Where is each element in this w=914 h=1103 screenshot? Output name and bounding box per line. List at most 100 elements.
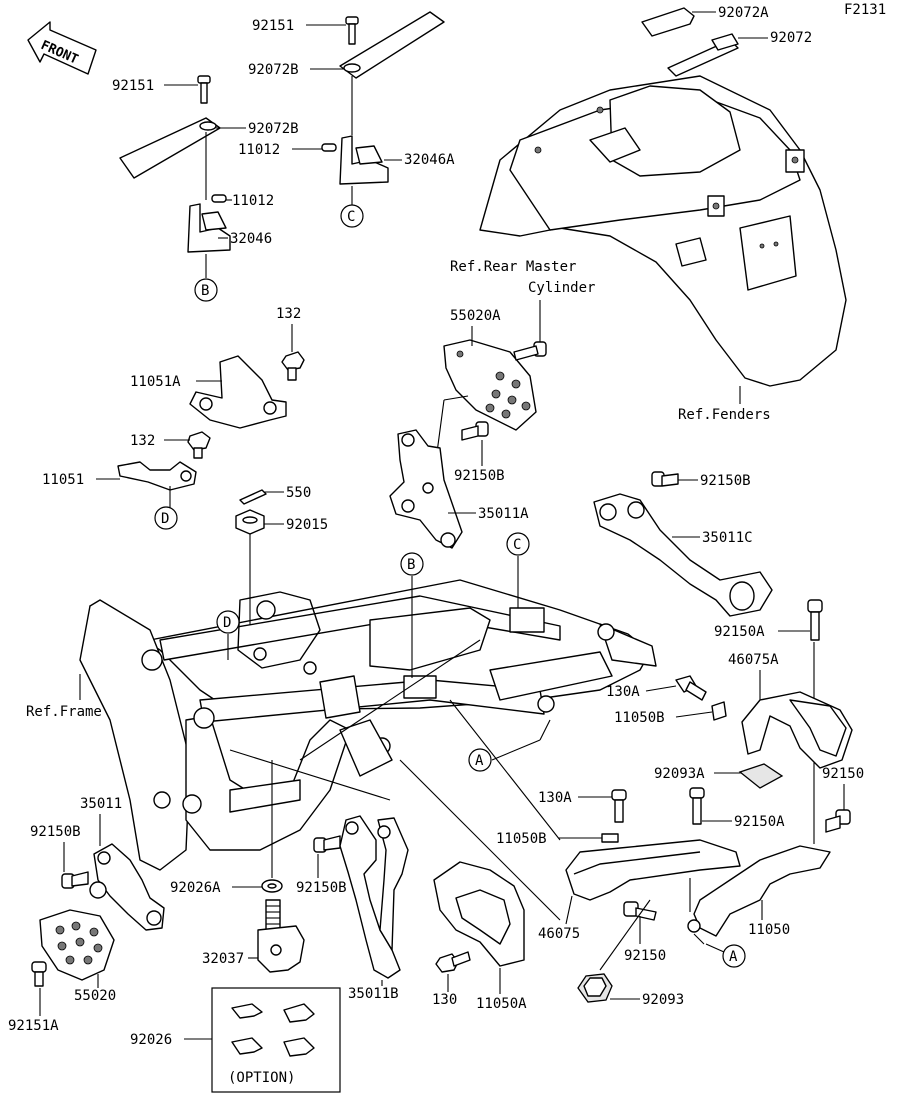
label-11050B-mid: 11050B bbox=[496, 831, 547, 847]
label-130: 130 bbox=[432, 992, 457, 1008]
bracket-35011B-icon bbox=[339, 815, 409, 979]
bolt-130A-mid-icon bbox=[611, 789, 627, 823]
label-92093A: 92093A bbox=[654, 766, 705, 782]
label-11051A: 11051A bbox=[130, 374, 181, 390]
plate-11050A-icon bbox=[433, 861, 525, 967]
bolt-132-mid-icon bbox=[187, 431, 211, 459]
bracket-32046-icon bbox=[187, 203, 231, 253]
label-35011: 35011 bbox=[80, 796, 122, 812]
callout-B-frame: B bbox=[400, 552, 424, 576]
rear-fender-icon bbox=[479, 75, 847, 404]
label-92072A: 92072A bbox=[718, 5, 769, 21]
label-92150-bottom: 92150 bbox=[624, 948, 666, 964]
figure-id: F2131 bbox=[844, 2, 886, 18]
grab-rail-46075-icon bbox=[565, 839, 741, 901]
label-92026: 92026 bbox=[130, 1032, 172, 1048]
nut-92015-icon bbox=[235, 509, 265, 535]
callout-D-top: D bbox=[154, 506, 178, 530]
bolt-130A-top-icon bbox=[675, 675, 707, 701]
clip-92072A-icon bbox=[641, 7, 695, 37]
option-shims-box: (OPTION) bbox=[211, 987, 341, 1093]
svg-text:C: C bbox=[347, 209, 355, 225]
label-11012-left: 11012 bbox=[232, 193, 274, 209]
callout-D-frame: D bbox=[216, 610, 240, 634]
label-92072B-top: 92072B bbox=[248, 62, 299, 78]
ref-rear-master-line1: Ref.Rear Master bbox=[450, 259, 576, 275]
label-92151-left: 92151 bbox=[112, 78, 154, 94]
ref-fenders: Ref.Fenders bbox=[678, 407, 771, 423]
footrest-plate-55020-icon bbox=[39, 909, 115, 981]
bolt-55020A-icon bbox=[513, 341, 547, 361]
label-11050: 11050 bbox=[748, 922, 790, 938]
label-92072B-left: 92072B bbox=[248, 121, 299, 137]
bolt-92150-bottom-icon bbox=[623, 901, 657, 921]
label-55020: 55020 bbox=[74, 988, 116, 1004]
callout-B-top: B bbox=[194, 278, 218, 302]
label-92015: 92015 bbox=[286, 517, 328, 533]
label-11050B-top: 11050B bbox=[614, 710, 665, 726]
bolt-92151A-icon bbox=[31, 961, 47, 987]
strap-assembly-top bbox=[321, 11, 445, 206]
callout-C-frame: C bbox=[506, 532, 530, 556]
label-92093: 92093 bbox=[642, 992, 684, 1008]
bracket-32046A-icon bbox=[339, 135, 389, 185]
front-arrow-icon: FRONT bbox=[27, 21, 97, 75]
cap-92093-icon bbox=[577, 973, 613, 1003]
svg-text:B: B bbox=[201, 283, 209, 299]
label-92151-top: 92151 bbox=[252, 18, 294, 34]
label-55020A: 55020A bbox=[450, 308, 501, 324]
cover-46075A-icon bbox=[741, 691, 853, 769]
svg-text:A: A bbox=[475, 753, 484, 769]
label-35011B: 35011B bbox=[348, 986, 399, 1002]
label-92072: 92072 bbox=[770, 30, 812, 46]
shim-icon bbox=[231, 1003, 315, 1057]
svg-text:C: C bbox=[513, 537, 521, 553]
strap-92072B-top-icon bbox=[339, 11, 445, 79]
cotter-pin-550-icon bbox=[239, 489, 267, 505]
label-92150B-mid: 92150B bbox=[454, 468, 505, 484]
bolt-92150B-low-icon bbox=[313, 835, 341, 853]
label-46075A: 46075A bbox=[728, 652, 779, 668]
callout-C-top: C bbox=[340, 204, 364, 228]
ref-rear-master-line2: Cylinder bbox=[528, 280, 595, 296]
label-92026A: 92026A bbox=[170, 880, 221, 896]
collar-11050B-mid-icon bbox=[601, 833, 619, 843]
svg-text:B: B bbox=[407, 557, 415, 573]
bracket-35011C-icon bbox=[593, 493, 773, 617]
label-11012-top: 11012 bbox=[238, 142, 280, 158]
bolt-92150A-mid-icon bbox=[689, 787, 705, 825]
label-92150-right: 92150 bbox=[822, 766, 864, 782]
damper-32037-icon bbox=[257, 899, 305, 973]
label-132-top: 132 bbox=[276, 306, 301, 322]
label-132-mid: 132 bbox=[130, 433, 155, 449]
footrest-plate-55020A-icon bbox=[443, 339, 537, 431]
label-35011C: 35011C bbox=[702, 530, 753, 546]
label-550: 550 bbox=[286, 485, 311, 501]
bolt-92151-left-icon bbox=[197, 75, 211, 104]
label-32046: 32046 bbox=[230, 231, 272, 247]
pin-11012-left-icon bbox=[211, 194, 227, 203]
svg-text:D: D bbox=[161, 511, 169, 527]
main-frame-icon bbox=[79, 579, 657, 921]
label-92150A-mid: 92150A bbox=[734, 814, 785, 830]
option-label: (OPTION) bbox=[228, 1070, 295, 1086]
bolt-92150B-left-icon bbox=[61, 871, 89, 889]
label-46075: 46075 bbox=[538, 926, 580, 942]
label-32037: 32037 bbox=[202, 951, 244, 967]
collar-11050B-top-icon bbox=[711, 701, 727, 721]
svg-text:A: A bbox=[729, 949, 738, 965]
bolt-92151-top-icon bbox=[345, 16, 359, 45]
cap-92093A-icon bbox=[738, 763, 784, 789]
callout-A-bottom: A bbox=[722, 944, 746, 968]
bracket-11051-icon bbox=[117, 461, 197, 491]
label-92150B-left: 92150B bbox=[30, 824, 81, 840]
label-130A-top: 130A bbox=[606, 684, 640, 700]
label-11051: 11051 bbox=[42, 472, 84, 488]
label-92151A: 92151A bbox=[8, 1018, 59, 1034]
bolt-132-top-icon bbox=[281, 351, 305, 381]
strap-92072-icon bbox=[667, 33, 739, 77]
label-130A-mid: 130A bbox=[538, 790, 572, 806]
label-92150B-right: 92150B bbox=[700, 473, 751, 489]
washer-92026A-icon bbox=[261, 879, 283, 893]
